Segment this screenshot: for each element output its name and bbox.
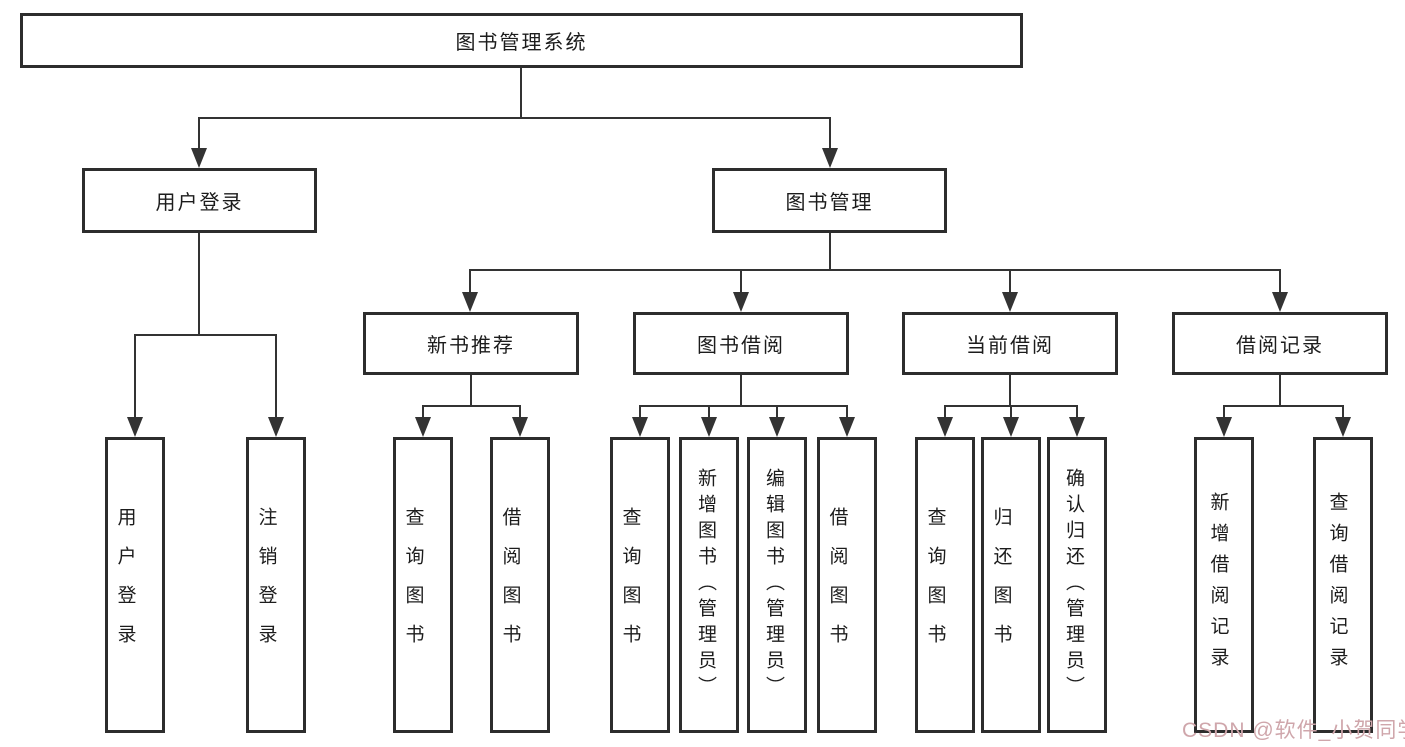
arrowhead-icon	[769, 417, 785, 437]
node-new-book-recommend: 新书推荐	[363, 312, 579, 375]
arrow-stem	[519, 405, 521, 417]
leaf-add-borrow-record: 新增借阅记录	[1194, 437, 1254, 733]
leaf-borrow-books-1: 借阅图书	[490, 437, 550, 733]
leaf-label: 借阅图书	[826, 507, 848, 663]
arrowhead-icon	[1069, 417, 1085, 437]
connector	[134, 334, 277, 336]
arrow-stem	[829, 117, 831, 148]
arrowhead-icon	[1002, 292, 1018, 312]
arrow-stem	[422, 405, 424, 417]
connector	[740, 375, 742, 406]
arrow-stem	[469, 269, 471, 292]
node-borrow-records: 借阅记录	[1172, 312, 1388, 375]
arrow-stem	[1076, 405, 1078, 417]
connector	[520, 68, 522, 118]
arrowhead-icon	[1272, 292, 1288, 312]
arrowhead-icon	[632, 417, 648, 437]
arrow-stem	[198, 117, 200, 148]
node-user-login-label: 用户登录	[155, 192, 244, 214]
connector	[198, 233, 200, 335]
connector	[1279, 375, 1281, 406]
connector	[422, 405, 521, 407]
arrow-stem	[1009, 269, 1011, 292]
arrow-stem	[1342, 405, 1344, 417]
leaf-label: 新增图书（管理员）	[695, 468, 716, 702]
arrow-stem	[134, 334, 136, 417]
arrowhead-icon	[512, 417, 528, 437]
arrowhead-icon	[127, 417, 143, 437]
arrowhead-icon	[1003, 417, 1019, 437]
arrow-stem	[944, 405, 946, 417]
csdn-watermark: CSDN @软件_小贺同学	[1182, 719, 1405, 742]
connector	[639, 405, 848, 407]
arrow-stem	[846, 405, 848, 417]
arrow-stem	[708, 405, 710, 417]
node-book-borrow: 图书借阅	[633, 312, 849, 375]
arrow-stem	[1010, 405, 1012, 417]
node-current-borrow-label: 当前借阅	[966, 335, 1054, 357]
leaf-label: 查询借阅记录	[1326, 492, 1348, 678]
connector	[470, 375, 472, 406]
leaf-label: 用户登录	[114, 507, 136, 663]
leaf-return-books: 归还图书	[981, 437, 1041, 733]
node-current-borrow: 当前借阅	[902, 312, 1118, 375]
arrow-stem	[740, 269, 742, 292]
node-root-label: 图书管理系统	[455, 32, 588, 54]
leaf-query-books-3: 查询图书	[915, 437, 975, 733]
leaf-label: 查询图书	[924, 507, 946, 663]
leaf-label: 归还图书	[990, 507, 1012, 663]
connector	[1223, 405, 1344, 407]
node-root: 图书管理系统	[20, 13, 1023, 68]
leaf-query-borrow-record: 查询借阅记录	[1313, 437, 1373, 733]
leaf-label: 注销登录	[255, 507, 277, 663]
connector	[829, 233, 831, 271]
leaf-label: 查询图书	[402, 507, 424, 663]
arrow-stem	[776, 405, 778, 417]
leaf-query-books-1: 查询图书	[393, 437, 453, 733]
leaf-user-login: 用户登录	[105, 437, 165, 733]
arrowhead-icon	[415, 417, 431, 437]
leaf-edit-books-admin: 编辑图书（管理员）	[747, 437, 807, 733]
node-new-book-recommend-label: 新书推荐	[427, 335, 515, 357]
arrowhead-icon	[733, 292, 749, 312]
arrow-stem	[1223, 405, 1225, 417]
node-user-login: 用户登录	[82, 168, 317, 233]
arrowhead-icon	[1335, 417, 1351, 437]
connector	[469, 269, 1281, 271]
arrowhead-icon	[268, 417, 284, 437]
leaf-label: 编辑图书（管理员）	[763, 468, 784, 702]
connector	[1009, 375, 1011, 406]
node-book-management-label: 图书管理	[785, 192, 874, 214]
arrow-stem	[639, 405, 641, 417]
arrowhead-icon	[701, 417, 717, 437]
node-borrow-records-label: 借阅记录	[1236, 335, 1324, 357]
leaf-add-books-admin: 新增图书（管理员）	[679, 437, 739, 733]
arrowhead-icon	[1216, 417, 1232, 437]
node-book-borrow-label: 图书借阅	[697, 335, 785, 357]
leaf-query-books-2: 查询图书	[610, 437, 670, 733]
leaf-label: 查询图书	[619, 507, 641, 663]
leaf-label: 新增借阅记录	[1207, 492, 1229, 678]
arrow-stem	[275, 334, 277, 417]
arrow-stem	[1279, 269, 1281, 292]
leaf-label: 确认归还（管理员）	[1063, 468, 1084, 702]
arrowhead-icon	[191, 148, 207, 168]
arrowhead-icon	[822, 148, 838, 168]
leaf-confirm-return-admin: 确认归还（管理员）	[1047, 437, 1107, 733]
arrowhead-icon	[839, 417, 855, 437]
leaf-label: 借阅图书	[499, 507, 521, 663]
leaf-logout: 注销登录	[246, 437, 306, 733]
arrowhead-icon	[937, 417, 953, 437]
node-book-management: 图书管理	[712, 168, 947, 233]
leaf-borrow-books-2: 借阅图书	[817, 437, 877, 733]
connector	[198, 117, 831, 119]
arrowhead-icon	[462, 292, 478, 312]
